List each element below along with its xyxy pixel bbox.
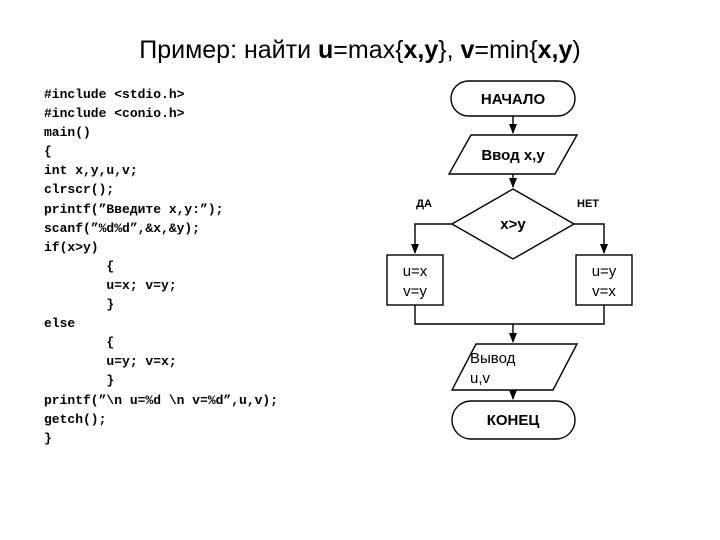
code-line: scanf(”%d%d”,&x,&y); (44, 220, 201, 236)
title-separator: }, (438, 36, 461, 64)
code-line: if(x>y) (44, 239, 99, 255)
no-process-line: v=x (592, 283, 616, 300)
title-args-max: x,y (403, 36, 439, 64)
code-line: { (44, 335, 115, 351)
code-line: #include <conio.h> (44, 106, 185, 122)
input-label: Ввод x,y (481, 147, 545, 164)
code-line: #include <stdio.h> (44, 87, 185, 102)
code-line: getch(); (44, 411, 107, 427)
end-terminator (451, 400, 576, 440)
no-process-line: u=y (592, 263, 617, 280)
code-line: } (44, 430, 52, 446)
code-line: clrscr(); (44, 182, 115, 198)
no-process-box (575, 254, 633, 306)
yes-process-line: u=x (403, 263, 428, 280)
end-label: КОНЕЦ (487, 412, 540, 429)
start-label: НАЧАЛО (481, 91, 546, 108)
title-var-u: u (318, 36, 334, 64)
code-line: { (44, 144, 52, 160)
start-terminator (450, 80, 576, 117)
connector-yes-merge (414, 305, 513, 325)
yes-process-line: v=y (403, 283, 427, 300)
code-line: main() (44, 125, 91, 141)
code-line: printf(”Введите x,y:”); (44, 201, 224, 217)
input-parallelogram (447, 134, 579, 175)
title-var-v: v (460, 36, 475, 64)
yes-process-box (386, 254, 444, 306)
slide-title: Пример: найти u=max{x,y}, v=min{x,y) (0, 36, 720, 65)
decision-diamond (450, 188, 576, 260)
connector-no-merge (513, 305, 605, 325)
condition-label: x>y (500, 216, 526, 233)
code-line: { (44, 258, 115, 274)
code-listing: #include <stdio.h> #include <conio.h> ma… (44, 85, 278, 448)
yes-label: ДА (416, 198, 432, 210)
connector-no-branch (574, 223, 608, 254)
output-parallelogram (450, 343, 579, 391)
code-line: u=y; v=x; (44, 354, 177, 370)
connector-yes-branch (411, 223, 452, 254)
title-suffix: ) (572, 36, 581, 64)
title-prefix: Пример: найти (139, 36, 319, 64)
title-args-min: x,y (537, 36, 573, 64)
output-line: u,v (470, 370, 491, 387)
output-line: Вывод (470, 350, 516, 367)
no-label: НЕТ (577, 198, 599, 210)
code-line: else (44, 316, 76, 332)
title-max: =max{ (333, 36, 404, 64)
code-line: } (44, 297, 115, 313)
code-line: } (44, 373, 115, 389)
code-line: printf(”\n u=%d \n v=%d”,u,v); (44, 392, 279, 408)
code-line: u=x; v=y; (44, 277, 177, 293)
code-line: int x,y,u,v; (44, 163, 138, 179)
title-min: =min{ (474, 36, 538, 64)
